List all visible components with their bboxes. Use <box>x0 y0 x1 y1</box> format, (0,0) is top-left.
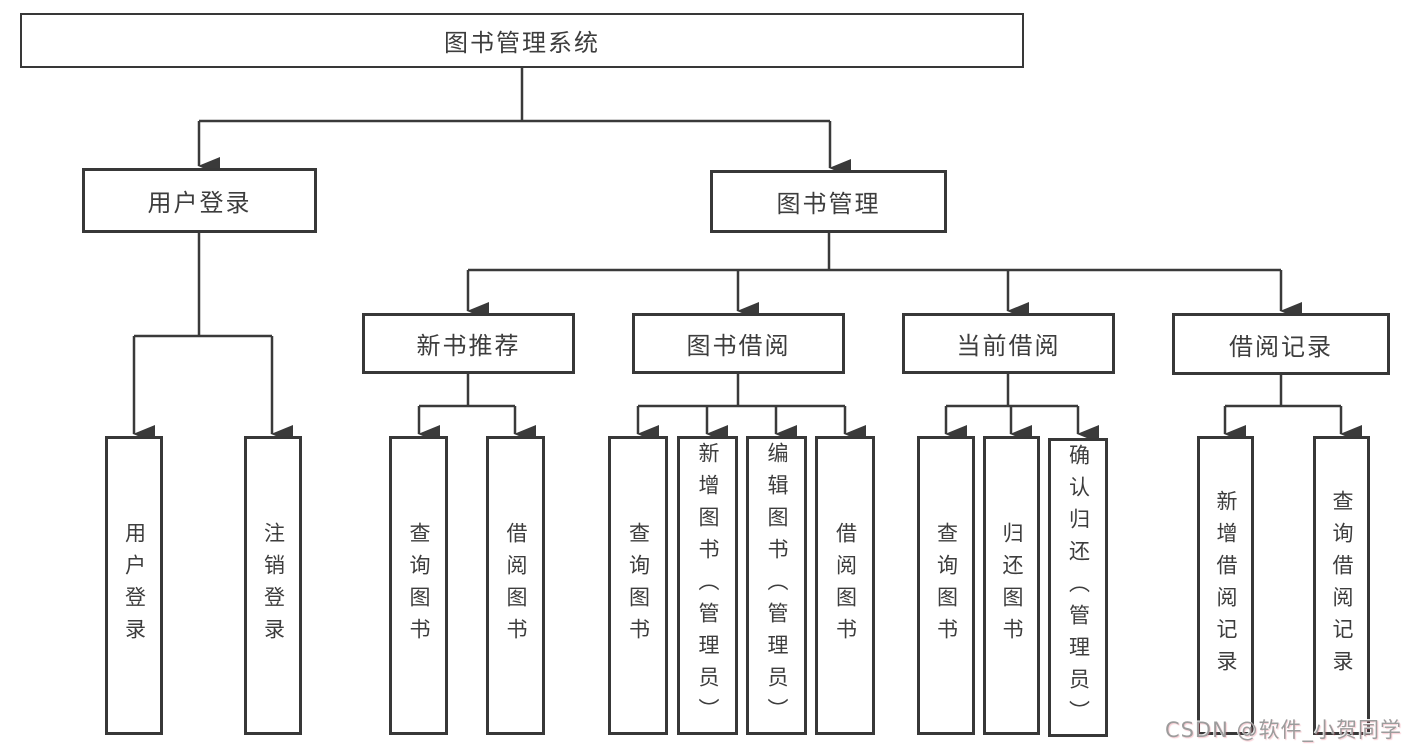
node-label: 注销登录 <box>261 521 286 650</box>
node-label: 查询图书 <box>407 521 431 650</box>
leaf-bb-add-books-admin: 新增图书（管理员） <box>677 436 738 735</box>
leaf-br-query-record: 查询借阅记录 <box>1313 436 1370 735</box>
node-user-login: 用户登录 <box>82 168 317 233</box>
node-new-book-recommendation: 新书推荐 <box>362 313 575 374</box>
leaf-bb-edit-books-admin: 编辑图书（管理员） <box>746 436 807 735</box>
csdn-watermark: CSDN @软件_小贺同学 <box>1164 718 1402 742</box>
node-label: 确认归还（管理员） <box>1066 443 1091 732</box>
node-label: 图书管理 <box>776 190 881 218</box>
node-label: 借阅记录 <box>1229 332 1333 361</box>
leaf-rec-query-books: 查询图书 <box>389 436 448 735</box>
node-label: 借阅图书 <box>833 521 858 650</box>
node-label: 用户登录 <box>147 189 252 217</box>
leaf-rec-borrow-books: 借阅图书 <box>486 436 545 735</box>
node-label: 借阅图书 <box>504 521 528 650</box>
node-label: 查询图书 <box>934 521 959 650</box>
node-book-borrowing: 图书借阅 <box>632 313 845 374</box>
node-label: 当前借阅 <box>956 332 1061 360</box>
leaf-user-login: 用户登录 <box>105 436 163 735</box>
node-current-borrowing: 当前借阅 <box>902 313 1115 374</box>
node-borrowing-records: 借阅记录 <box>1172 313 1390 375</box>
node-label: 新增借阅记录 <box>1214 489 1238 682</box>
leaf-cb-return-books: 归还图书 <box>983 436 1040 735</box>
node-library-system: 图书管理系统 <box>20 13 1024 68</box>
leaf-logout: 注销登录 <box>244 436 302 735</box>
node-label: 查询借阅记录 <box>1330 489 1354 682</box>
node-label: 归还图书 <box>1000 521 1024 650</box>
node-label: 图书管理系统 <box>444 29 600 57</box>
node-label: 新书推荐 <box>416 332 521 360</box>
node-label: 查询图书 <box>626 521 651 650</box>
node-label: 新增图书（管理员） <box>696 441 720 730</box>
node-book-management: 图书管理 <box>710 170 947 233</box>
leaf-bb-borrow-books: 借阅图书 <box>815 436 875 735</box>
node-label: 编辑图书（管理员） <box>765 441 789 730</box>
leaf-cb-query-books: 查询图书 <box>917 436 975 735</box>
node-label: 图书借阅 <box>686 332 791 360</box>
node-label: 用户登录 <box>122 521 147 650</box>
leaf-bb-query-books: 查询图书 <box>608 436 668 735</box>
leaf-cb-confirm-return-admin: 确认归还（管理员） <box>1048 438 1108 737</box>
leaf-br-add-record: 新增借阅记录 <box>1197 436 1254 735</box>
